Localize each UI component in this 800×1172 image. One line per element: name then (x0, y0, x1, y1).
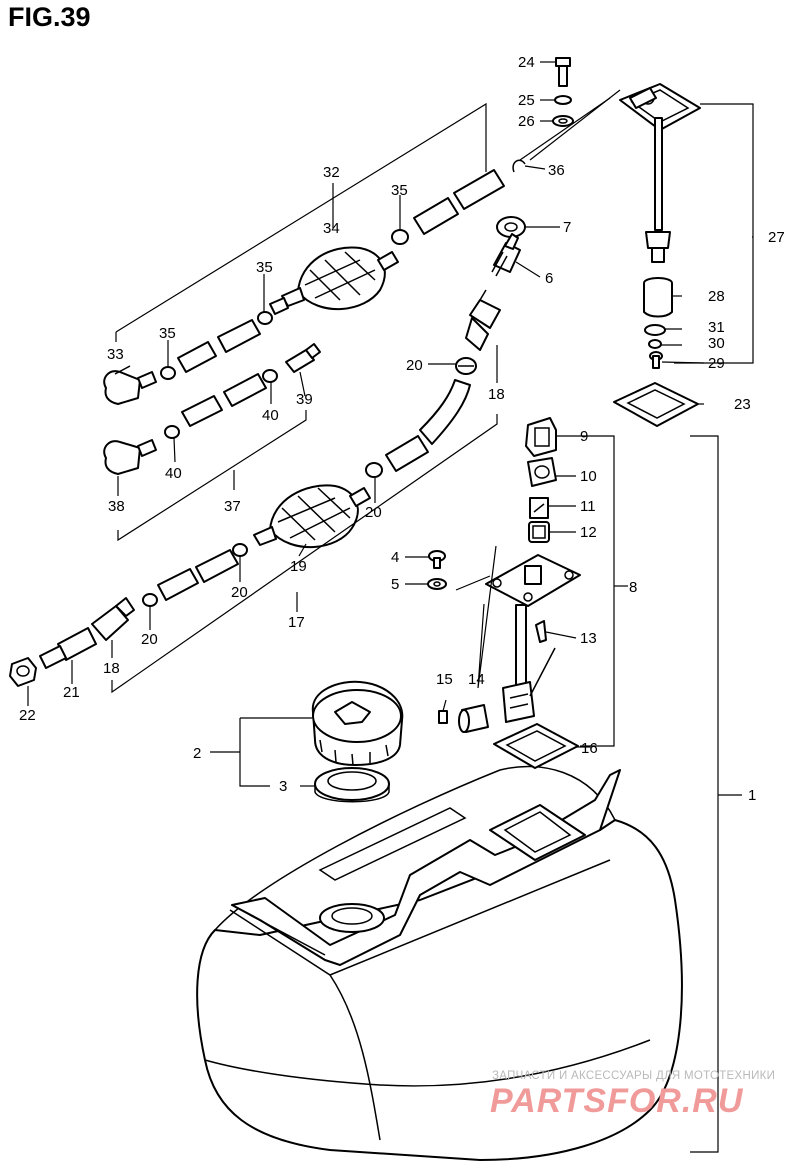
callout-20-a: 20 (406, 357, 423, 374)
callout-6: 6 (545, 270, 553, 287)
callout-39: 39 (296, 391, 313, 408)
fuel-pickup-assembly (619, 83, 701, 369)
callout-5: 5 (391, 576, 399, 593)
callout-21: 21 (63, 684, 80, 701)
nut-22 (9, 657, 37, 687)
washer-25 (554, 95, 572, 105)
callout-40-b: 40 (165, 465, 182, 482)
callout-35-b: 35 (256, 259, 273, 276)
bolt-24 (555, 57, 571, 87)
callout-13: 13 (580, 630, 597, 647)
callout-31: 31 (708, 319, 725, 336)
callout-7: 7 (563, 219, 571, 236)
callout-22: 22 (19, 707, 36, 724)
clamp-40-b (164, 425, 180, 439)
callout-3: 3 (279, 778, 287, 795)
callout-12: 12 (580, 524, 597, 541)
fitting-39 (285, 343, 321, 373)
figure-title: FIG.39 (8, 2, 91, 32)
callout-24: 24 (518, 54, 535, 71)
callout-19: 19 (290, 558, 307, 575)
callout-17: 17 (288, 614, 305, 631)
callout-38: 38 (108, 498, 125, 515)
callout-29: 29 (708, 355, 725, 372)
callout-36: 36 (548, 162, 565, 179)
callout-4: 4 (391, 549, 399, 566)
hose-mid-a (181, 373, 267, 427)
fuel-gauge-assembly (485, 417, 581, 769)
callout-16: 16 (581, 740, 598, 757)
callout-20-c: 20 (231, 584, 248, 601)
callout-34: 34 (323, 220, 340, 237)
leader-lines (27, 61, 754, 1153)
clamp-40-a (262, 369, 278, 383)
washer-5 (427, 578, 447, 590)
callout-labels: 1 2 3 4 5 6 7 8 9 10 11 12 13 14 15 16 1… (19, 54, 785, 804)
callout-9: 9 (580, 428, 588, 445)
callout-32: 32 (323, 164, 340, 181)
callout-25: 25 (518, 92, 535, 109)
fuel-tank (196, 765, 683, 1161)
nut-15 (438, 710, 448, 724)
pickup-gasket (613, 382, 699, 427)
callout-14: 14 (468, 671, 485, 688)
callout-40-a: 40 (262, 407, 279, 424)
callout-8: 8 (629, 579, 637, 596)
callout-20-b: 20 (365, 504, 382, 521)
callout-33: 33 (107, 346, 124, 363)
tank-cap (311, 680, 404, 766)
connector-6 (491, 233, 521, 277)
callout-30: 30 (708, 335, 725, 352)
primer-hose-upper (103, 169, 505, 405)
callout-15: 15 (436, 671, 453, 688)
callout-35-a: 35 (391, 182, 408, 199)
callout-1: 1 (748, 787, 756, 804)
watermark-caption: ЗАПЧАСТИ И АКСЕССУАРЫ ДЛЯ МОТОТЕХНИКИ (492, 1070, 776, 1082)
primer-hose-lower (39, 379, 471, 669)
clamp-20-a (455, 357, 477, 375)
callout-18-upper: 18 (488, 386, 505, 403)
connector-38 (103, 439, 157, 475)
watermark-logo: PARTSFOR.RU (490, 1082, 744, 1120)
callout-2: 2 (193, 745, 201, 762)
callout-23: 23 (734, 396, 751, 413)
callout-26: 26 (518, 113, 535, 130)
callout-20-d: 20 (141, 631, 158, 648)
callout-10: 10 (580, 468, 597, 485)
cap-gasket (314, 767, 390, 803)
callout-35-c: 35 (159, 325, 176, 342)
tank-connector-18 (465, 289, 501, 351)
callout-27: 27 (768, 229, 785, 246)
screw-4 (428, 550, 446, 569)
callout-11: 11 (580, 498, 596, 515)
clip-36 (512, 159, 526, 173)
callout-18-lower: 18 (103, 660, 120, 677)
callout-28: 28 (708, 288, 725, 305)
washer-26 (552, 115, 574, 127)
callout-37: 37 (224, 498, 241, 515)
grommet-14 (458, 704, 489, 733)
